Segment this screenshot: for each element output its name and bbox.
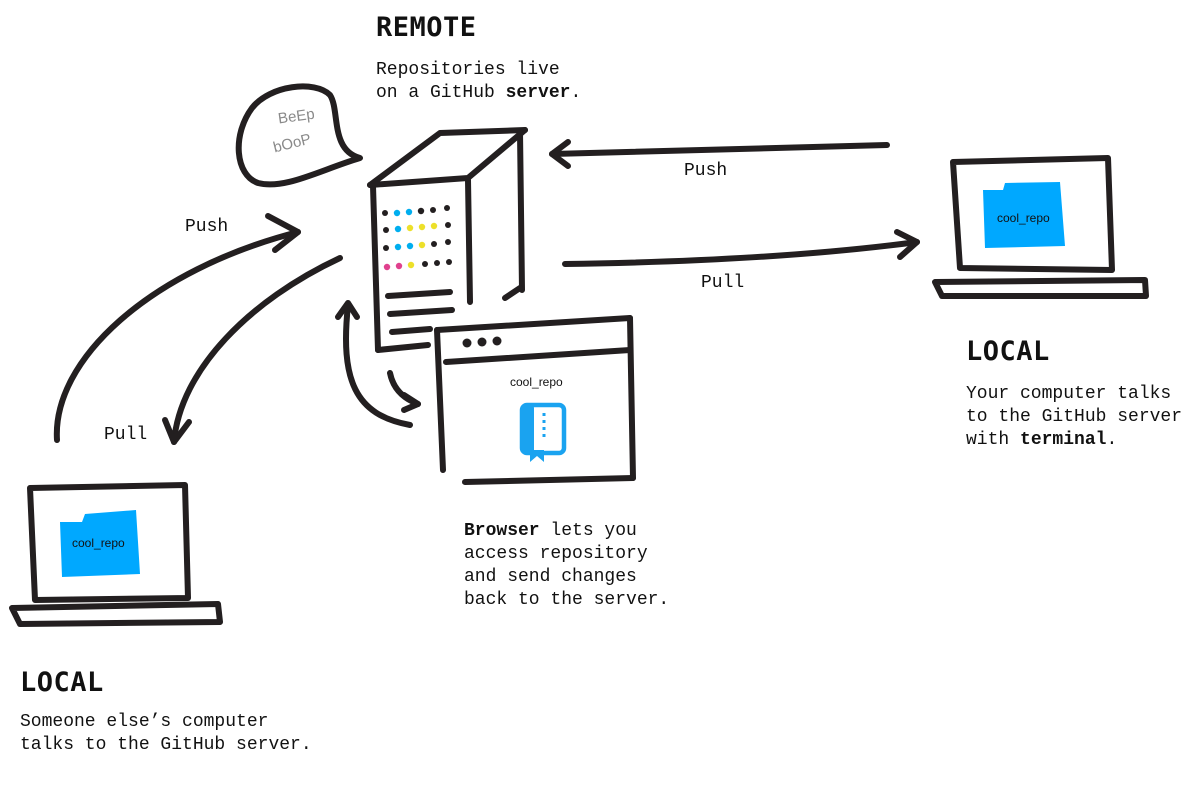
push-label-left: Push xyxy=(185,217,229,237)
laptop-left-icon xyxy=(9,482,223,627)
browser-repo-label: cool_repo xyxy=(510,375,563,389)
browser-window-icon xyxy=(434,315,636,485)
server-status-lights xyxy=(382,205,452,271)
repository-book-icon xyxy=(519,402,567,462)
arrow-pull-right xyxy=(562,229,920,267)
laptop-right-icon xyxy=(932,155,1149,299)
remote-description: Repositories live on a GitHub server. xyxy=(376,60,582,103)
pull-label-right: Pull xyxy=(701,273,745,293)
arrow-server-to-browser xyxy=(387,370,421,413)
remote-heading: REMOTE xyxy=(376,12,477,43)
arrow-pull-left xyxy=(162,255,343,445)
arrow-push-right xyxy=(549,139,890,169)
folder-label-right: cool_repo xyxy=(997,211,1050,225)
push-label-right: Push xyxy=(684,161,728,181)
local-right-heading: LOCAL xyxy=(966,336,1050,367)
arrow-push-left xyxy=(53,213,301,443)
folder-label-left: cool_repo xyxy=(72,536,125,550)
local-left-description: Someone else’s computer talks to the Git… xyxy=(20,712,312,755)
speech-bubble xyxy=(235,83,363,188)
server-tower-icon xyxy=(367,127,528,353)
local-right-description: Your computer talks to the GitHub server… xyxy=(966,384,1183,450)
local-left-heading: LOCAL xyxy=(20,667,104,698)
arrow-browser-to-server xyxy=(335,300,413,428)
pull-label-left: Pull xyxy=(104,425,148,445)
browser-description: Browser lets you access repository and s… xyxy=(464,521,670,610)
